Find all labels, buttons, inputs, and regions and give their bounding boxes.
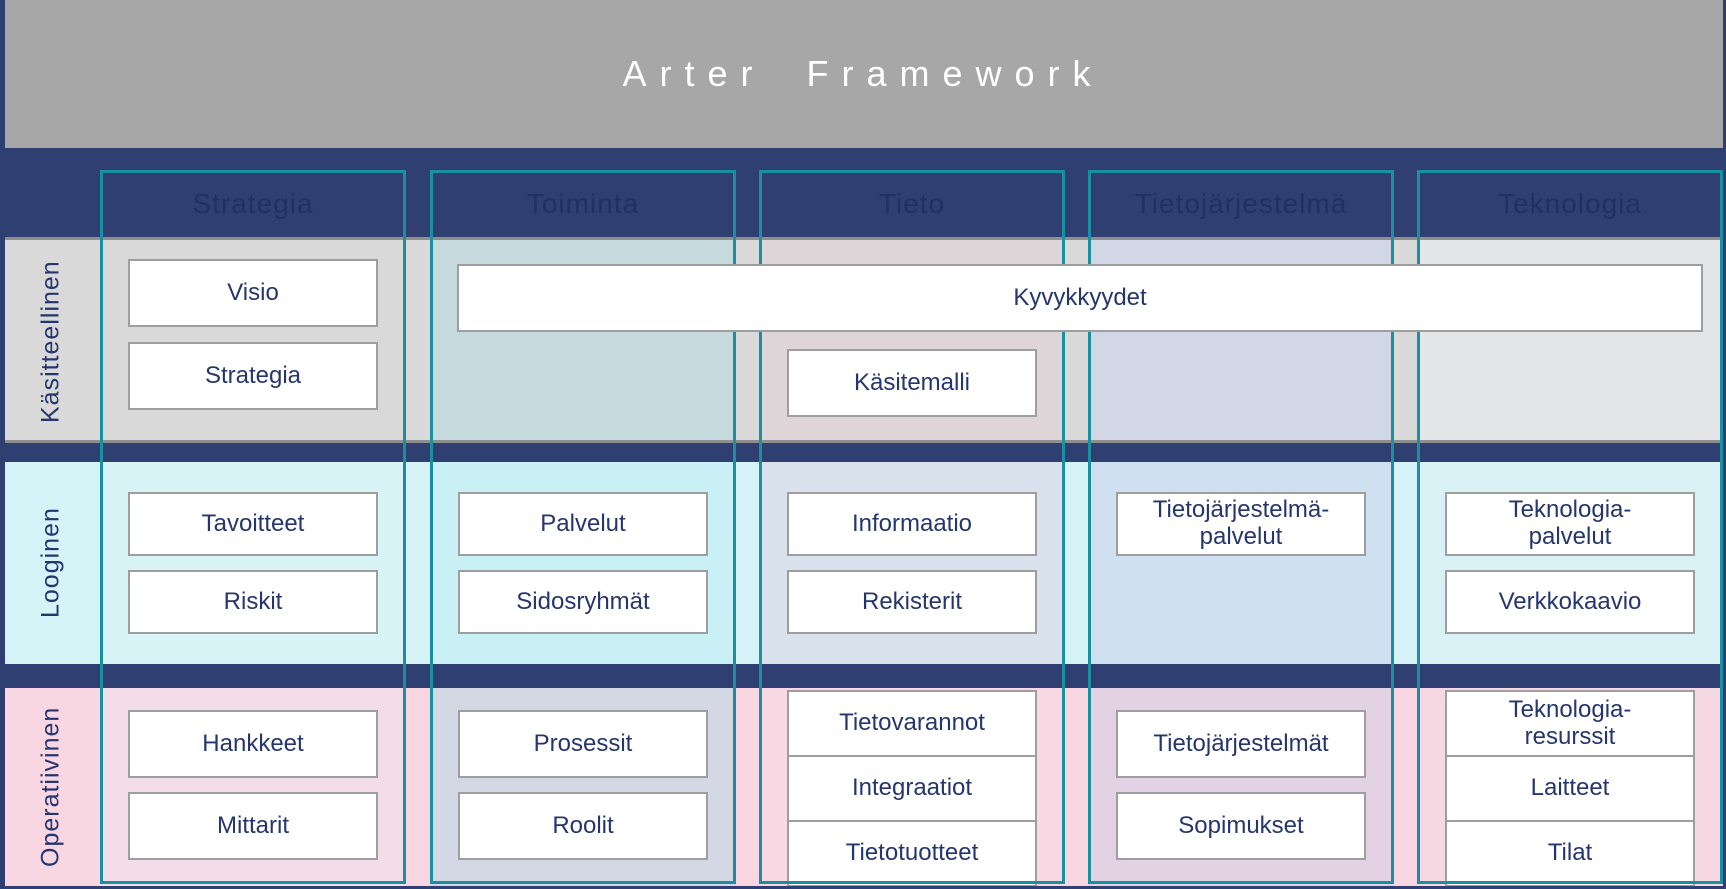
- box-tietovarannot: Tietovarannot: [787, 690, 1037, 757]
- cell-looginen-tietojarjestelma: Tietojärjestelmä- palvelut: [1088, 462, 1394, 664]
- box-prosessit: Prosessit: [458, 710, 708, 778]
- box-sidosryhmat: Sidosryhmät: [458, 570, 708, 634]
- box-laitteet: Laitteet: [1445, 755, 1695, 822]
- box-verkkokaavio: Verkkokaavio: [1445, 570, 1695, 634]
- box-palvelut: Palvelut: [458, 492, 708, 556]
- column-frame-tieto: [759, 170, 1065, 884]
- box-riskit: Riskit: [128, 570, 378, 634]
- box-hankkeet: Hankkeet: [128, 710, 378, 778]
- box-mittarit: Mittarit: [128, 792, 378, 860]
- box-strategia: Strategia: [128, 342, 378, 410]
- row-separator: [0, 664, 1726, 688]
- box-visio: Visio: [128, 259, 378, 327]
- box-rekisterit: Rekisterit: [787, 570, 1037, 634]
- box-teknologia-palvelut: Teknologia- palvelut: [1445, 492, 1695, 556]
- right-border: [1723, 0, 1726, 889]
- box-kasitemalli: Käsitemalli: [787, 349, 1037, 417]
- column-header-teknologia: Teknologia: [1498, 187, 1642, 219]
- box-roolit: Roolit: [458, 792, 708, 860]
- box-tietojarjestelma-palvelut: Tietojärjestelmä- palvelut: [1116, 492, 1366, 556]
- box-informaatio: Informaatio: [787, 492, 1037, 556]
- header-band-underline: [0, 237, 1726, 240]
- box-tietojarjestelmat: Tietojärjestelmät: [1116, 710, 1366, 778]
- column-frame-strategia: [100, 170, 406, 884]
- row-label-looginen: Looginen: [36, 507, 65, 619]
- column-header-tieto: Tieto: [878, 187, 946, 219]
- box-tilat: Tilat: [1445, 820, 1695, 887]
- column-frame-tietojarjestelma: [1088, 170, 1394, 884]
- diagram-title: Arter Framework: [622, 53, 1104, 94]
- box-tietotuotteet: Tietotuotteet: [787, 820, 1037, 887]
- title-banner: Arter Framework: [0, 0, 1726, 148]
- row-label-kasitteellinen: Käsitteellinen: [36, 260, 65, 423]
- box-kyvykkyydet: Kyvykkyydet: [457, 264, 1703, 332]
- column-frame-toiminta: [430, 170, 736, 884]
- box-sopimukset: Sopimukset: [1116, 792, 1366, 860]
- separator-gray-line: [0, 440, 1726, 443]
- row-label-operatiivinen: Operatiivinen: [36, 706, 65, 868]
- left-border: [0, 0, 5, 889]
- column-frame-teknologia: [1417, 170, 1723, 884]
- column-header-band: [0, 148, 1726, 240]
- bottom-border: [0, 886, 1726, 889]
- box-tavoitteet: Tavoitteet: [128, 492, 378, 556]
- column-header-strategia: Strategia: [192, 187, 314, 219]
- column-header-toiminta: Toiminta: [526, 187, 640, 219]
- box-teknologia-resurssit: Teknologia- resurssit: [1445, 690, 1695, 757]
- column-header-tietojarjestelma: Tietojärjestelmä: [1134, 187, 1348, 219]
